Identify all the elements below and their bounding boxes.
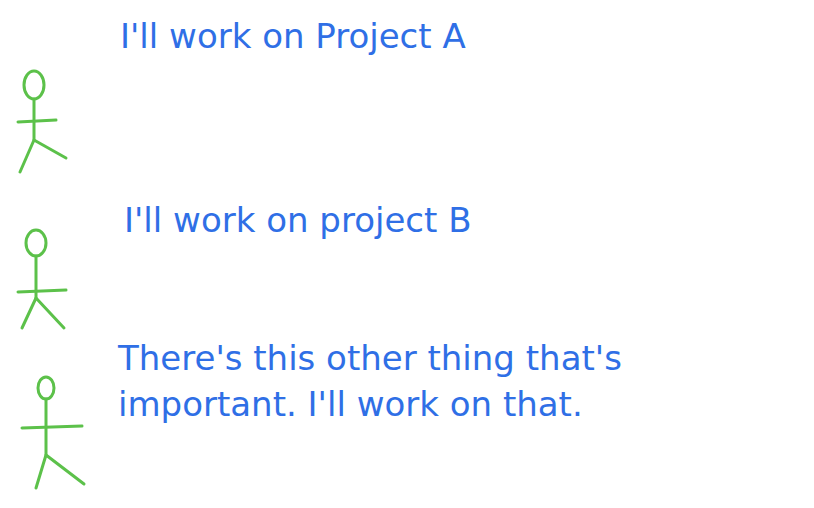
handwritten-note: I'll work on Project A xyxy=(120,14,760,60)
stick-figure xyxy=(18,230,66,328)
handwritten-note: I'll work on project B xyxy=(124,198,764,244)
handwritten-note: There's this other thing that's importan… xyxy=(118,336,798,428)
stick-figure xyxy=(18,71,66,172)
stick-figure xyxy=(22,377,84,488)
